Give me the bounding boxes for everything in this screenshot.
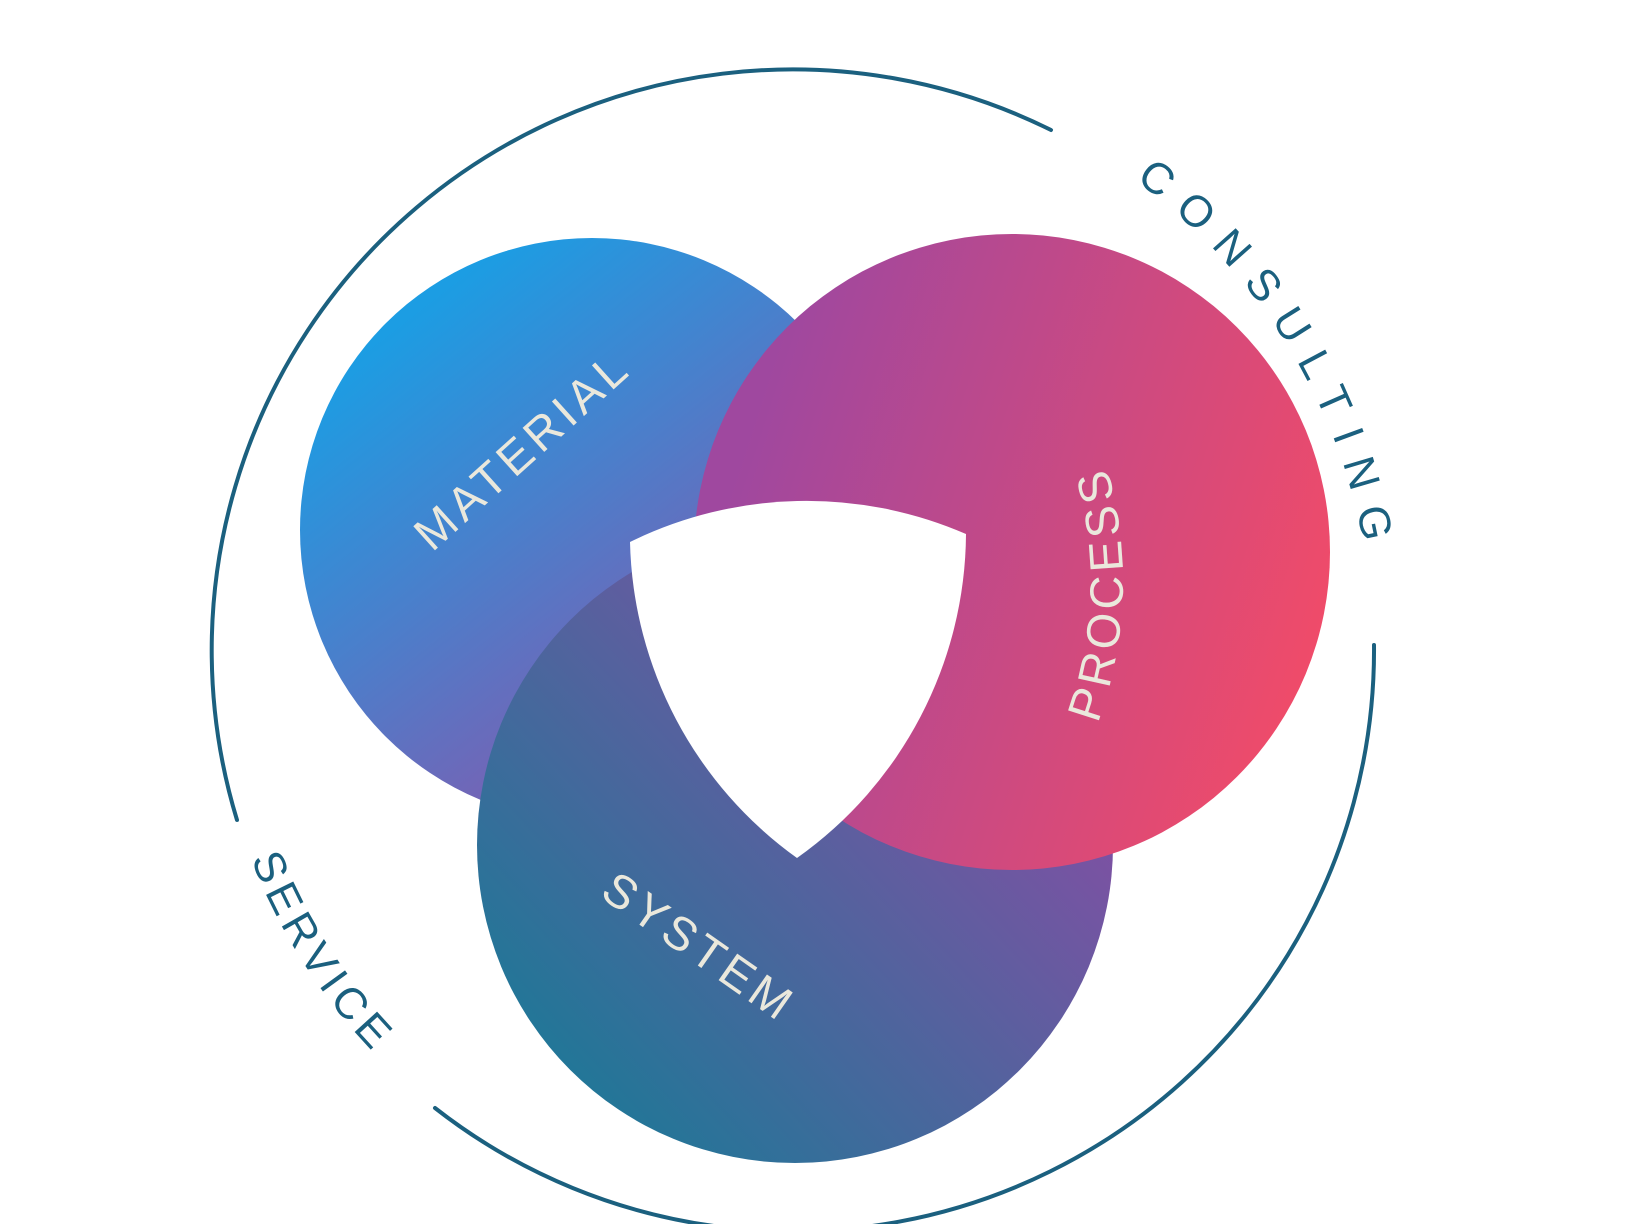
center-cutout: [630, 500, 966, 858]
outer-circle-arc-left-top: [209, 67, 1053, 822]
service-label-text: SERVICE: [242, 844, 399, 1062]
service-label: SERVICE: [242, 844, 405, 1062]
outer-circle-arc-right-bottom: [433, 643, 1377, 1224]
